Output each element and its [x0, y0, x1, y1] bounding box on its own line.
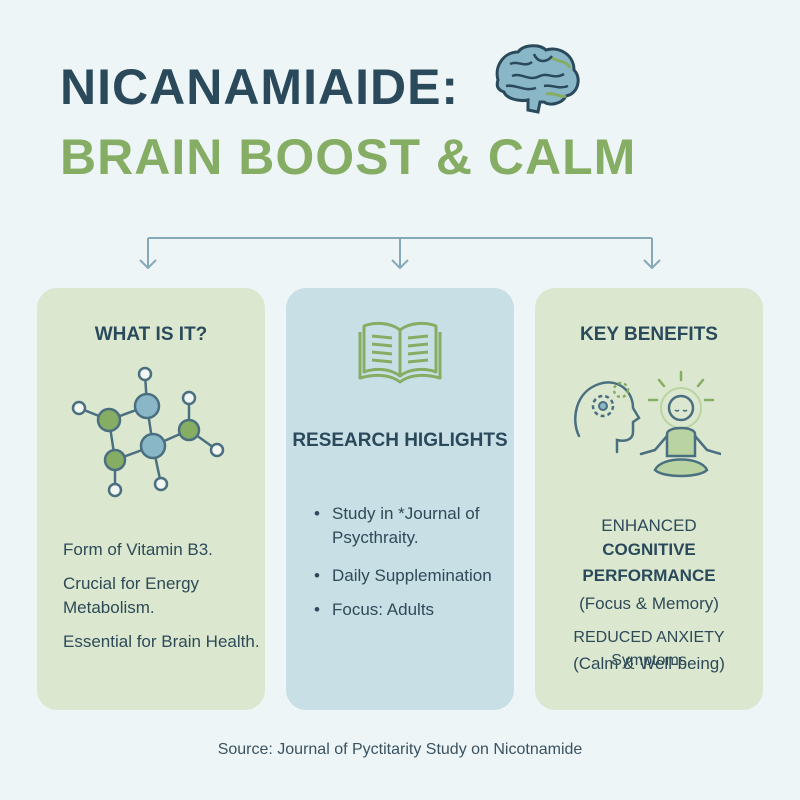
what-is-line-1: Form of Vitamin B3.: [63, 540, 213, 559]
benefit-2-text: REDUCED ANXIETY Symptoms: [573, 629, 725, 669]
card-title-what-is-it: WHAT IS IT?: [94, 324, 208, 345]
title-line-1: NICANAMIAIDE:: [60, 59, 460, 115]
research-bullet-3-text: Focus: Adults: [332, 600, 435, 619]
research-bullet-3: Focus: Adults: [314, 598, 435, 622]
research-bullet-2-text: Daily Supplemination: [332, 566, 492, 585]
research-bullet-1: Study in *Journal of Psycthraity.: [314, 502, 480, 550]
research-bullet-1-line-1: Study in *Journal of: [332, 504, 480, 523]
card-key-benefits: KEY BENEFITS ENHANCED COGNITIVE PERFORMA…: [535, 288, 763, 710]
brain-icon: [495, 44, 580, 114]
what-is-line-3: Metabolism.: [63, 598, 155, 617]
benefit-1-line-1: ENHANCED: [601, 516, 697, 535]
meditation-icon: [574, 370, 721, 478]
benefit-1-line-2: COGNITIVE: [602, 540, 696, 559]
benefit-1-line-3: PERFORMANCE: [582, 566, 716, 585]
research-bullet-2: Daily Supplemination: [314, 564, 492, 588]
research-bullet-1-line-2: Psycthraity.: [332, 528, 419, 547]
card-title-key-benefits: KEY BENEFITS: [580, 324, 718, 345]
card-title-research: RESEARCH HIGLIGHTS: [292, 430, 508, 451]
open-book-icon: [358, 321, 442, 384]
benefit-2-note: (Calm & Well-being): [573, 654, 725, 673]
what-is-line-4: Essential for Brain Health.: [63, 632, 260, 651]
title-line-2: BRAIN BOOST & CALM: [60, 129, 637, 185]
molecule-icon: [71, 366, 225, 498]
card-what-is-it: WHAT IS IT? Form o: [37, 288, 265, 710]
source-citation: Source: Journal of Pyctitarity Study on …: [217, 741, 583, 758]
benefit-1-note: (Focus & Memory): [579, 594, 719, 613]
card-research-highlights: RESEARCH HIGLIGHTS Study in *Journal of …: [286, 288, 514, 710]
connector-arrows: [139, 237, 661, 270]
what-is-line-2: Crucial for Energy: [63, 574, 200, 593]
